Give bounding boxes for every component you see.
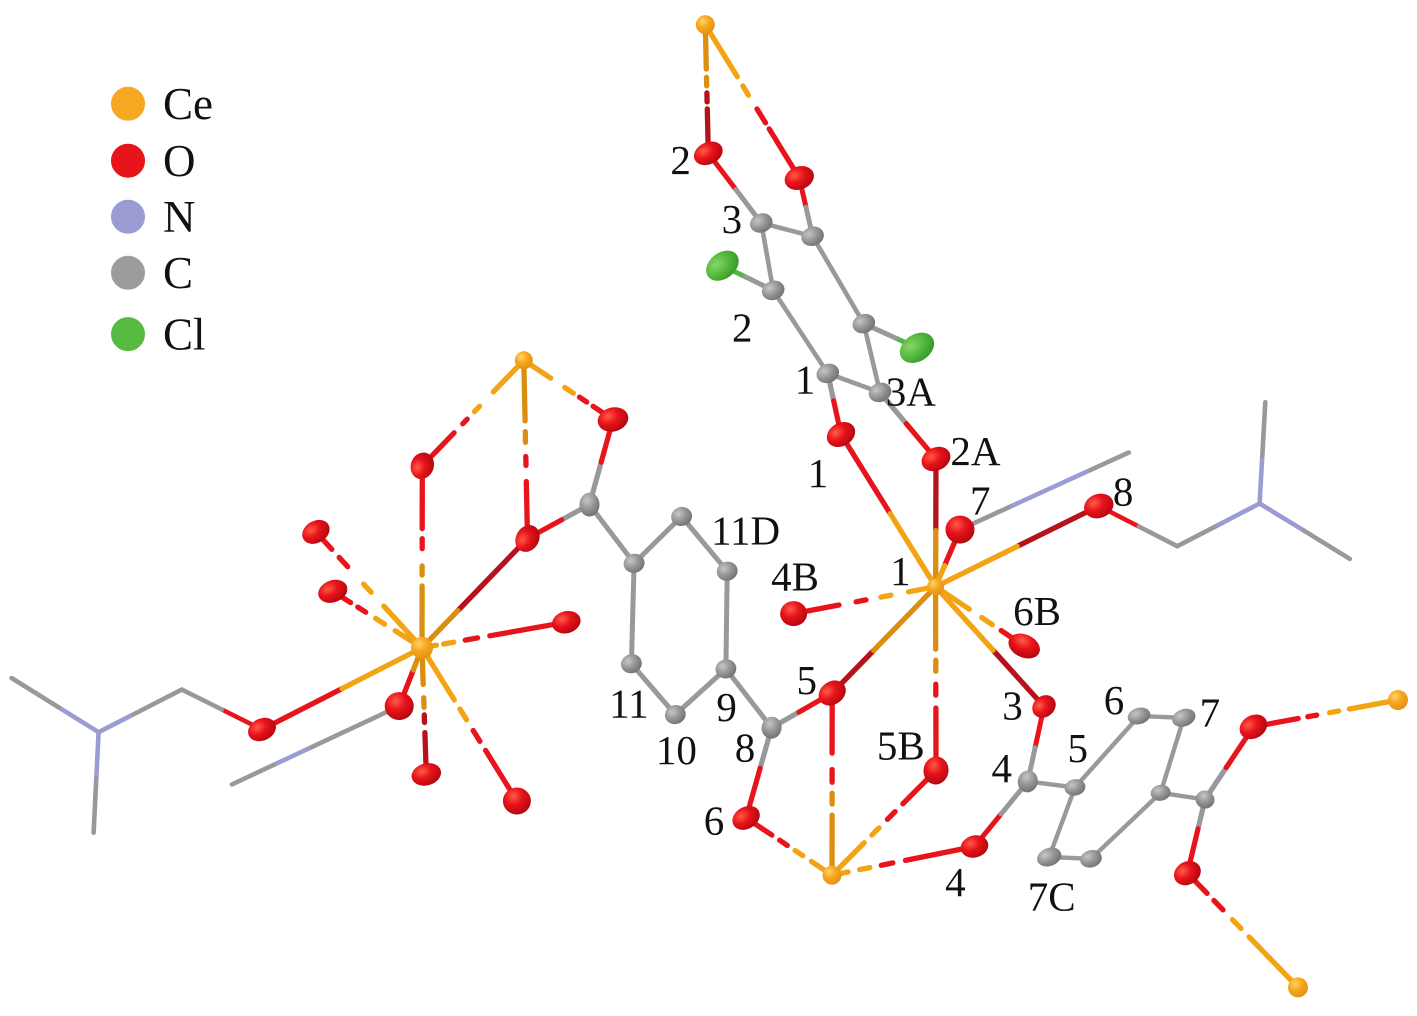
svg-text:10: 10 xyxy=(656,727,697,773)
svg-text:5: 5 xyxy=(1068,725,1089,771)
svg-text:O: O xyxy=(163,136,196,186)
svg-text:5B: 5B xyxy=(877,723,925,769)
svg-text:N: N xyxy=(163,192,196,242)
svg-text:4: 4 xyxy=(945,859,966,905)
svg-text:7: 7 xyxy=(1200,690,1221,736)
svg-text:6: 6 xyxy=(1104,677,1125,723)
svg-text:Cl: Cl xyxy=(163,310,206,360)
svg-text:6: 6 xyxy=(704,797,725,843)
svg-text:2A: 2A xyxy=(950,428,1001,474)
svg-text:11: 11 xyxy=(609,681,648,727)
svg-text:4: 4 xyxy=(992,745,1013,791)
svg-text:1: 1 xyxy=(795,357,816,403)
svg-text:4B: 4B xyxy=(771,554,819,600)
svg-text:9: 9 xyxy=(716,684,737,730)
svg-text:3A: 3A xyxy=(886,369,937,415)
svg-text:C: C xyxy=(163,248,193,298)
svg-text:11D: 11D xyxy=(711,507,780,553)
svg-text:1: 1 xyxy=(808,450,829,496)
svg-text:7: 7 xyxy=(970,477,991,523)
svg-text:7C: 7C xyxy=(1028,873,1076,919)
svg-text:2: 2 xyxy=(732,304,753,350)
svg-text:8: 8 xyxy=(1113,468,1134,514)
svg-text:3: 3 xyxy=(1002,682,1023,728)
svg-text:Ce: Ce xyxy=(163,79,213,129)
svg-text:2: 2 xyxy=(670,137,691,183)
svg-text:8: 8 xyxy=(735,725,756,771)
svg-text:1: 1 xyxy=(890,548,911,594)
svg-text:6B: 6B xyxy=(1013,588,1061,634)
svg-text:3: 3 xyxy=(722,196,743,242)
svg-text:5: 5 xyxy=(797,657,818,703)
